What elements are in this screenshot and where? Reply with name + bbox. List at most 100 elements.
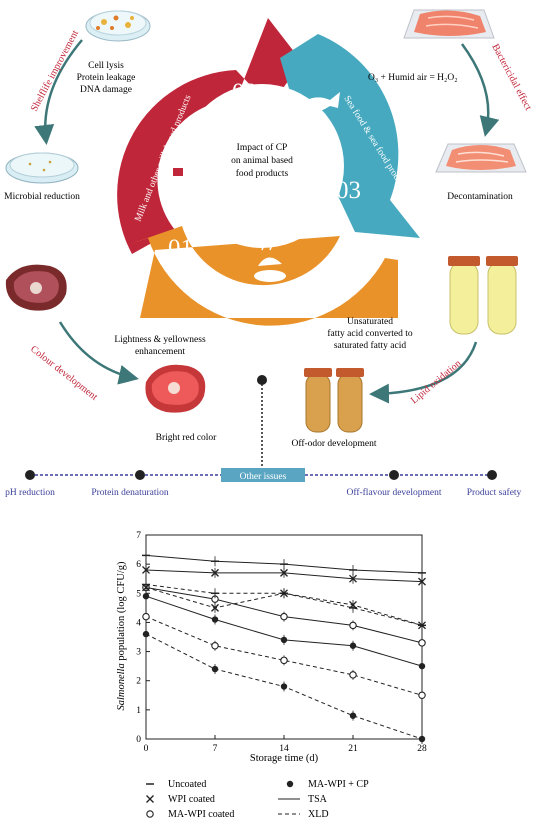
legend-marker — [286, 780, 294, 788]
chart-data-point — [418, 735, 426, 743]
label-dna-damage: DNA damage — [80, 85, 132, 95]
chart-x-tick-label: 14 — [279, 744, 289, 754]
chart-data-point — [418, 639, 426, 647]
chart-data-point — [280, 612, 288, 621]
arrow-lipid — [369, 341, 478, 404]
label-bright-red: Bright red color — [156, 433, 218, 443]
chart-data-point — [349, 642, 357, 649]
ring-center — [180, 84, 344, 248]
chart-data-point-stroke — [211, 568, 219, 577]
chart-y-tick-label: 5 — [136, 589, 141, 599]
chart-series — [142, 550, 426, 744]
chart-data-point — [211, 665, 219, 673]
raw-steak-icon — [5, 264, 67, 311]
chart-data-point — [418, 621, 426, 630]
label-protein-leakage: Protein leakage — [77, 73, 136, 83]
legend-marker — [146, 810, 154, 818]
label-enhancement: enhancement — [135, 347, 185, 357]
chart-x-tick-label: 7 — [213, 744, 218, 754]
chart-data-point — [349, 574, 357, 583]
label-bactericidal-effect: Bactericidal effect — [489, 42, 533, 112]
chart-data-point — [280, 589, 288, 598]
petri-dish-colonies-icon — [85, 10, 151, 42]
milk-bottle-icon — [170, 152, 186, 186]
legend-label: Uncoated — [168, 779, 206, 790]
legend-marker-stroke — [146, 795, 154, 803]
legend-label: WPI coated — [168, 794, 215, 805]
chart-data-point-stroke — [142, 566, 150, 574]
chart-data-point-stroke — [418, 621, 426, 630]
chart-data-point-stroke — [142, 583, 150, 592]
fresh-oil-tubes-icon — [448, 256, 518, 335]
oxidized-oil-tubes-icon — [304, 368, 364, 433]
chart-data-point-stroke — [280, 589, 288, 598]
chart-y-tick-label: 7 — [136, 531, 141, 541]
label-lightness: Lightness & yellowness — [114, 335, 206, 345]
segment-number-01: 01 — [168, 235, 193, 262]
petri-dish-clean-icon — [5, 152, 79, 184]
chart-x-tick-label: 0 — [144, 744, 149, 754]
cp-ring-diagram: 02 03 01 Milk and other milk based produ… — [117, 18, 420, 326]
chart-data-point-stroke — [280, 568, 288, 577]
timeline-off-flavour: Off-flavour development — [346, 487, 441, 498]
chart-data-point-stroke — [349, 600, 357, 609]
segment-number-03: 03 — [336, 177, 361, 204]
label-lipid-oxidation: Lipid oxidation — [409, 358, 464, 406]
label-saturated-fatty-acid: saturated fatty acid — [334, 340, 407, 351]
chart-data-point — [418, 662, 426, 670]
chart-data-point — [349, 600, 357, 609]
arrow-bactericidal — [460, 43, 500, 137]
other-issues-timeline: Other issues pH reduction Protein denatu… — [5, 375, 522, 498]
chart-data-point — [142, 593, 150, 600]
chart-data-point — [211, 568, 219, 577]
chart-y-tick-label: 1 — [136, 706, 141, 716]
chart-data-point — [142, 566, 150, 574]
chart-data-point-stroke — [349, 574, 357, 583]
timeline-ph-reduction: pH reduction — [5, 488, 55, 498]
chart-data-point — [349, 621, 357, 630]
chart-data-point — [142, 612, 150, 621]
timeline-protein-denaturation: Protein denaturation — [91, 488, 169, 498]
roast-chicken-icon — [254, 239, 286, 282]
segment-milk — [117, 18, 302, 254]
legend-label: MA-WPI + CP — [308, 779, 369, 790]
salmon-decontaminated-icon — [435, 143, 527, 173]
chart-data-point — [418, 691, 426, 700]
chart-data-point — [418, 577, 426, 586]
legend-marker — [146, 795, 154, 803]
chart-y-axis-label-italic: Salmonella — [116, 663, 127, 710]
chart-data-point — [349, 712, 357, 719]
chart-data-point-stroke — [418, 577, 426, 586]
bright-steak-icon — [145, 364, 206, 413]
segment-seafood — [280, 34, 420, 238]
chart-x-tick-label: 21 — [348, 744, 358, 754]
label-shelflife-improvement: Shelflife improvement — [29, 28, 81, 113]
salmon-tray-icon — [403, 9, 495, 39]
segment-label-meat: Meat and poultry products — [196, 284, 302, 295]
chart-data-point — [280, 683, 288, 690]
fish-icon — [296, 92, 340, 113]
segment-number-02: 02 — [232, 79, 257, 106]
chart-y-tick-label: 2 — [136, 677, 141, 687]
legend-label: XLD — [308, 809, 329, 820]
chart-data-point — [349, 671, 357, 679]
chart-y-tick-label: 0 — [136, 735, 141, 745]
chart-y-tick-label: 3 — [136, 648, 141, 658]
chart-data-point — [280, 636, 288, 644]
label-fatty-acid-converted: fatty acid converted to — [327, 328, 412, 339]
chart-x-axis-label: Storage time (d) — [250, 753, 319, 764]
label-microbial-reduction: Microbial reduction — [4, 192, 80, 202]
chart-y-axis-label-rest: population (log CFU/g) — [116, 561, 127, 663]
chart-series-line — [145, 616, 423, 696]
ring-center-line-2: on animal based — [231, 156, 293, 166]
label-cell-lysis: Cell lysis — [88, 61, 124, 71]
legend-label: TSA — [308, 794, 328, 805]
chart-y-axis-label: Salmonella population (log CFU/g) — [116, 561, 127, 711]
chart-y-tick-label: 6 — [136, 560, 141, 570]
chart-data-point-stroke — [211, 603, 219, 612]
label-off-odor: Off-odor development — [291, 438, 376, 449]
chart-series-line — [145, 584, 423, 626]
ring-center-line-3: food products — [236, 168, 289, 179]
chart-data-point — [142, 583, 150, 592]
